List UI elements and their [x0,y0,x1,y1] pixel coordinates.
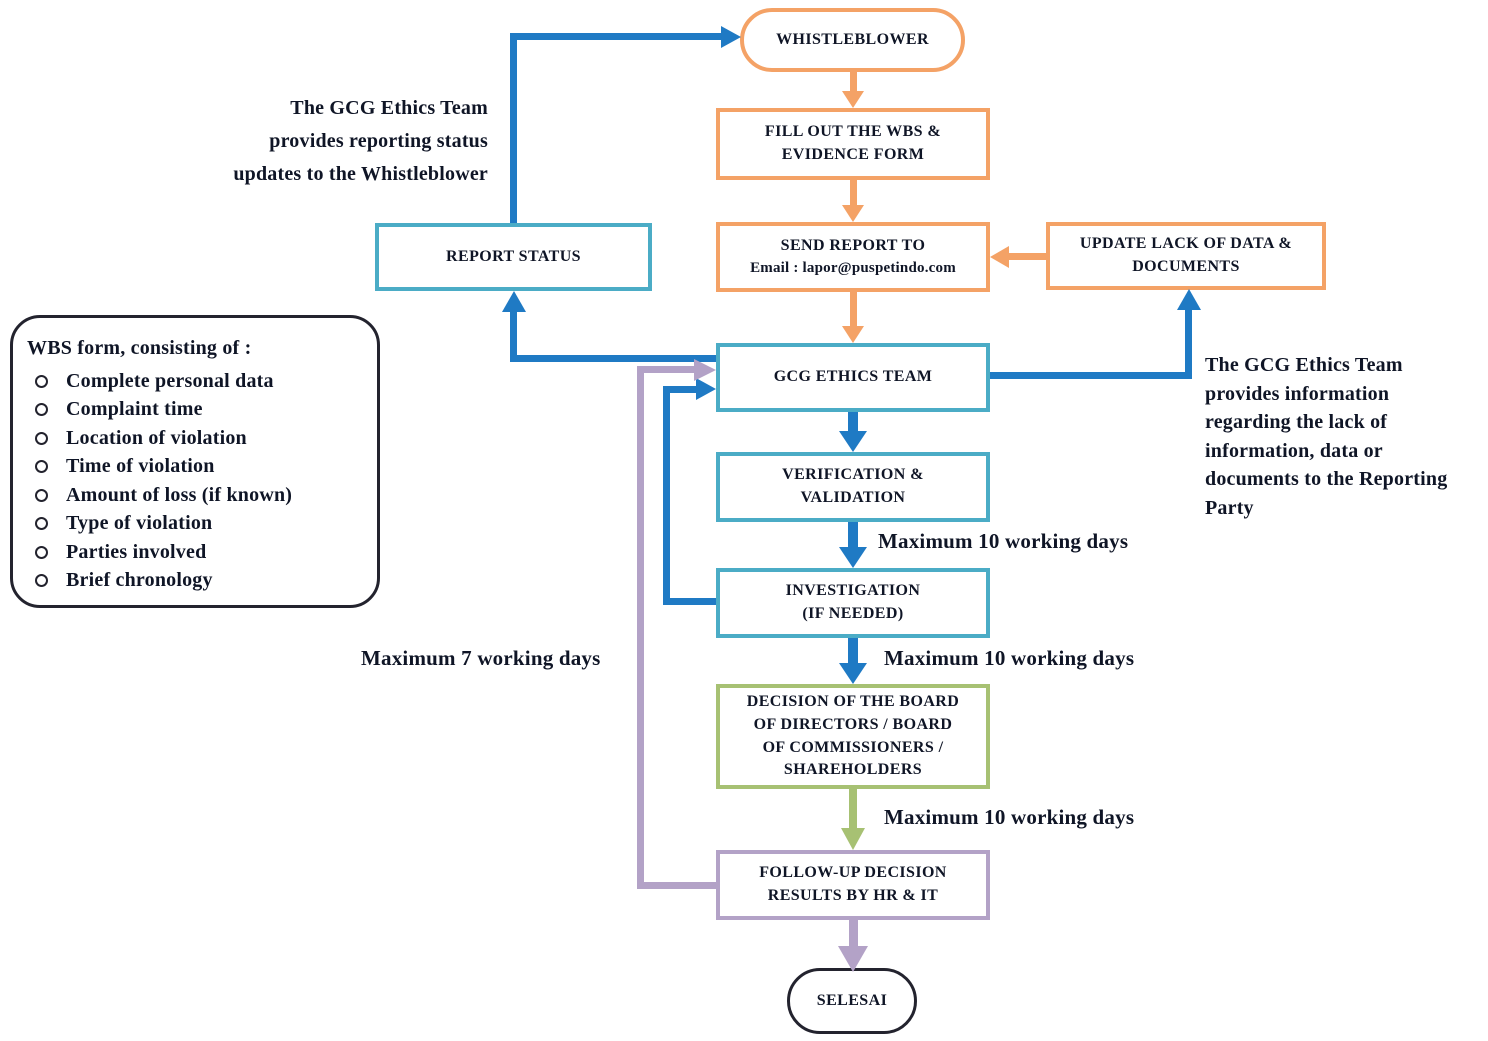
duration-label-follow-up-loop: Maximum 7 working days [361,646,601,670]
arrow-head-icon [839,431,867,452]
list-item: Parties involved [27,538,367,567]
list-item: Complete personal data [27,367,367,396]
arrow-head-icon [838,946,868,972]
node-fill-out-form: FILL OUT THE WBS & EVIDENCE FORM [716,108,990,180]
arrow-head-icon [990,246,1009,268]
wbs-form-heading: WBS form, consisting of : [27,337,252,359]
arrow-head-icon [842,91,864,108]
list-item: Time of violation [27,453,367,482]
annotation-status-updates: The GCG Ethics Team provides reporting s… [233,97,488,185]
node-update-lack-of-data: UPDATE LACK OF DATA & DOCUMENTS [1046,222,1326,290]
arrow-shaft [848,638,858,665]
duration-label-verification: Maximum 10 working days [878,529,1129,553]
bullet-icon [35,403,48,417]
bullet-icon [35,517,48,531]
arrow-shaft [850,180,857,207]
node-follow-up: FOLLOW-UP DECISION RESULTS BY HR & IT [716,850,990,920]
arrow-head-icon [842,205,864,222]
annotation-lack-of-info: The GCG Ethics Team provides information… [1205,354,1448,519]
arrow-shaft [513,355,716,362]
arrow-shaft [637,882,716,889]
list-item: Brief chronology [27,567,367,596]
arrow-shaft [850,72,857,94]
bullet-icon [35,545,48,559]
arrow-shaft [510,33,517,223]
arrow-head-icon [1177,289,1201,310]
arrow-shaft [510,33,723,40]
wbs-form-panel: WBS form, consisting of : Complete perso… [10,315,380,608]
duration-label-investigation: Maximum 10 working days [884,646,1135,670]
arrow-shaft [663,386,670,605]
bullet-icon [35,460,48,474]
node-gcg-ethics-team: GCG ETHICS TEAM [716,343,990,412]
list-item: Amount of loss (if known) [27,481,367,510]
node-whistleblower: WHISTLEBLOWER [740,8,965,72]
arrow-shaft [637,366,644,889]
arrow-shaft [1009,253,1046,260]
bullet-icon [35,574,48,588]
bullet-icon [35,431,48,445]
arrow-shaft [510,310,517,362]
arrow-head-icon [502,291,526,312]
arrow-shaft [663,386,696,393]
node-label: SELESAI [816,991,888,1009]
arrow-shaft [849,789,857,830]
wbs-form-list: Complete personal data Complaint time Lo… [27,367,367,595]
node-label: FOLLOW-UP DECISION RESULTS BY HR & IT [759,864,947,904]
node-label: FILL OUT THE WBS & EVIDENCE FORM [764,123,942,163]
arrow-head-icon [839,547,867,568]
bullet-icon [35,488,48,502]
arrow-head-icon [842,326,864,343]
arrow-head-icon [721,26,741,48]
node-send-report: SEND REPORT TO Email : lapor@puspetindo.… [716,222,990,292]
node-label: GCG ETHICS TEAM [773,368,933,386]
arrow-shaft [637,366,694,373]
list-item: Complaint time [27,396,367,425]
arrow-shaft [1185,308,1192,379]
list-item: Type of violation [27,510,367,539]
arrow-shaft [850,292,857,326]
arrow-head-icon [839,663,867,684]
arrow-head-icon [841,828,865,850]
node-label: REPORT STATUS [446,247,581,265]
node-label: SEND REPORT TO Email : lapor@puspetindo.… [750,235,956,279]
arrow-head-icon [694,359,716,381]
bullet-icon [35,374,48,388]
node-board-decision: DECISION OF THE BOARD OF DIRECTORS / BOA… [716,684,990,789]
arrow-head-icon [696,378,716,400]
arrow-shaft [990,372,1192,379]
duration-label-decision: Maximum 10 working days [884,805,1135,829]
arrow-shaft [848,522,858,549]
node-label: UPDATE LACK OF DATA & DOCUMENTS [1079,235,1293,275]
node-selesai: SELESAI [787,968,917,1034]
node-report-status: REPORT STATUS [375,223,652,291]
report-email-address: Email : lapor@puspetindo.com [750,259,956,276]
node-label: DECISION OF THE BOARD OF DIRECTORS / BOA… [746,693,960,779]
node-verification-validation: VERIFICATION & VALIDATION [716,452,990,522]
node-label: WHISTLEBLOWER [776,30,929,48]
arrow-shaft [849,920,858,949]
arrow-shaft [663,598,716,605]
list-item: Location of violation [27,424,367,453]
arrow-shaft [848,412,858,434]
node-label: VERIFICATION & VALIDATION [782,466,924,506]
node-label: INVESTIGATION (IF NEEDED) [785,582,921,622]
node-investigation: INVESTIGATION (IF NEEDED) [716,568,990,638]
